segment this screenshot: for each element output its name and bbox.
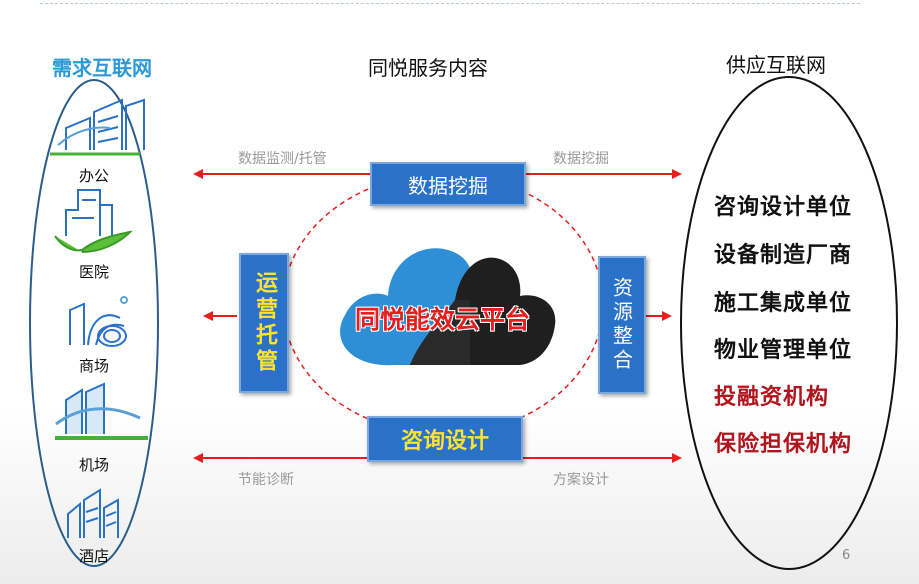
building-label-mall: 商场 [78,357,109,375]
label-data-monitoring: 数据监测/托管 [238,151,327,167]
supplier-item-financing: 投融资机构 [714,385,830,410]
supplier-item-construction: 施工集成单位 [714,291,853,316]
page-number: 6 [842,548,851,563]
supplier-item-consulting: 咨询设计单位 [714,195,853,220]
building-label-hotel: 酒店 [78,547,109,565]
airport-building-icon [55,382,148,440]
box-operation-hosting: 运营托管 [239,253,289,393]
service-content-title: 同悦服务内容 [368,56,488,80]
label-data-mining: 数据挖掘 [553,151,609,167]
box-consulting-design-text: 咨询设计 [400,429,489,454]
box-consulting-design: 咨询设计 [367,416,523,462]
supplier-list: 咨询设计单位 设备制造厂商 施工集成单位 物业管理单位 投融资机构 保险担保机构 [714,189,852,473]
building-label-airport: 机场 [78,456,109,474]
box-data-mining: 数据挖掘 [370,162,526,206]
box-resource-integration: 资源整合 [598,256,646,394]
hotel-building-icon [67,488,119,538]
supplier-item-manufacturer: 设备制造厂商 [714,243,853,268]
building-label-office: 办公 [78,167,109,185]
supplier-item-insurance: 保险担保机构 [714,432,853,457]
office-building-icon [50,98,145,156]
box-data-mining-text: 数据挖掘 [408,173,488,198]
demand-ellipse [29,79,159,567]
building-label-hospital: 医院 [78,263,109,281]
platform-name: 同悦能效云平台 [355,305,531,334]
label-plan-design: 方案设计 [553,472,609,488]
cloud-platform-icon [340,248,556,366]
supply-ellipse [680,76,898,570]
mall-building-icon [69,296,128,347]
supplier-item-property: 物业管理单位 [714,338,853,363]
label-energy-diagnosis: 节能诊断 [238,472,294,488]
hospital-building-icon [54,189,134,253]
demand-network-title: 需求互联网 [52,56,152,80]
box-operation-hosting-text: 运营托管 [252,271,277,375]
supply-network-title: 供应互联网 [726,53,826,77]
top-divider [40,3,860,4]
box-resource-integration-text: 资源整合 [609,277,634,373]
